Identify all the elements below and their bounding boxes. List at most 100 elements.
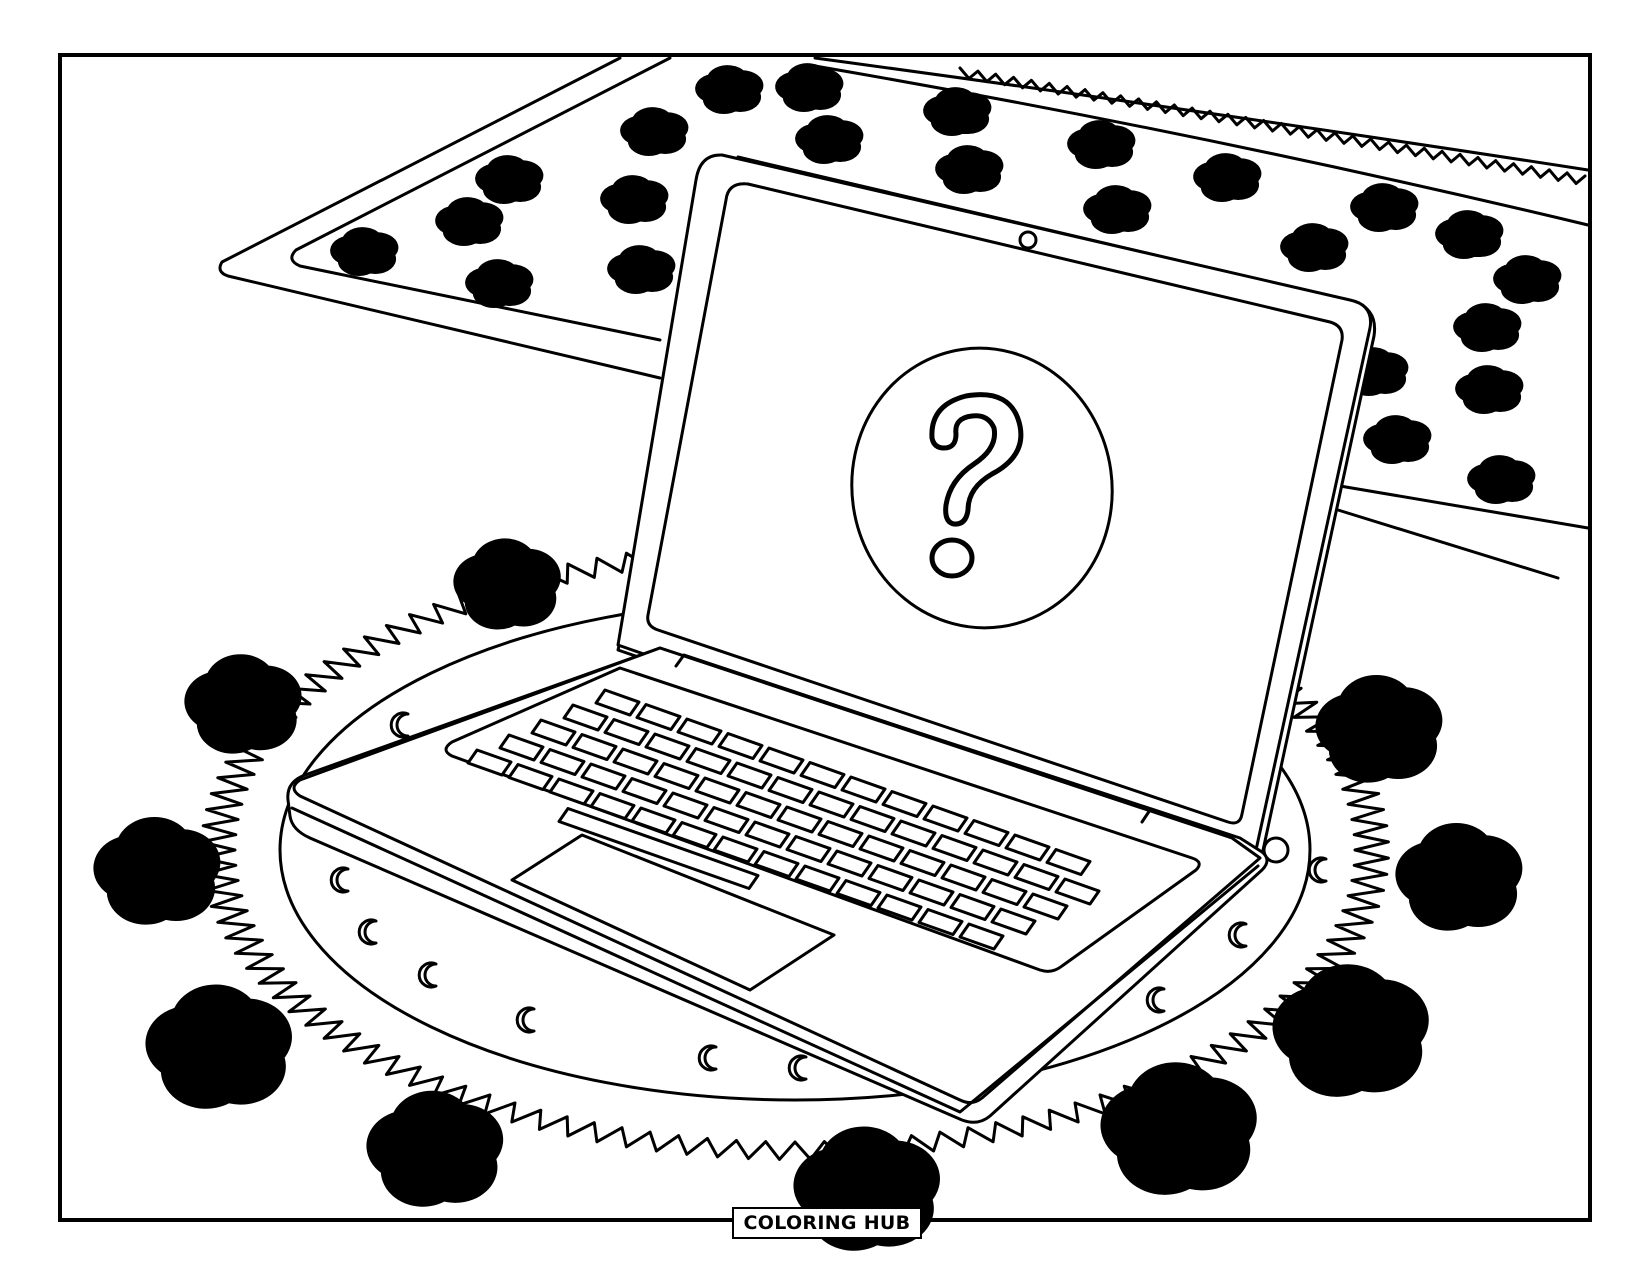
keyboard-key (958, 922, 1005, 951)
star-icon (836, 1161, 900, 1213)
star-icon (1299, 237, 1330, 258)
star-icon (1086, 134, 1117, 155)
keyboard-key (799, 761, 846, 790)
star-icon (814, 129, 845, 150)
star-icon (1512, 269, 1543, 290)
keyboard-key (826, 849, 873, 878)
star-icon (1474, 379, 1505, 400)
keyboard-key (694, 776, 741, 805)
back-rug-fringe (958, 66, 1587, 185)
star-icon (714, 79, 745, 100)
keyboard-key (594, 688, 641, 717)
keyboard-key (835, 879, 882, 908)
keyboard-key (744, 820, 791, 849)
keyboard-key (963, 819, 1010, 848)
star-icon (188, 1019, 252, 1071)
keyboard-key (753, 850, 800, 879)
space-bar-key (557, 807, 760, 890)
keyboard-key (539, 748, 586, 777)
star-icon (1432, 853, 1488, 898)
keyboard-key (849, 805, 896, 834)
keyboard-key (908, 878, 955, 907)
keyboard-key (653, 762, 700, 791)
keyboard-key (644, 732, 691, 761)
keyboard-key (922, 804, 969, 833)
keyboard-key (717, 732, 764, 761)
star-icon (494, 169, 525, 190)
keyboard-key (785, 835, 832, 864)
keyboard-key (840, 775, 887, 804)
keyboard-key (589, 792, 636, 821)
keyboard-key (794, 864, 841, 893)
coloring-hub-watermark: COLORING HUB (732, 1207, 922, 1239)
keyboard-key (548, 777, 595, 806)
keyboard-key (990, 907, 1037, 936)
keyboard-key (603, 718, 650, 747)
keyboard-key (776, 805, 823, 834)
keyboard-key (635, 703, 682, 732)
keyboard-key (662, 791, 709, 820)
keyboard-key (562, 703, 609, 732)
keyboard-key (712, 835, 759, 864)
star-icon (406, 1123, 466, 1172)
star-icon (1454, 224, 1485, 245)
keyboard-key (571, 733, 618, 762)
keyboard-key (808, 790, 855, 819)
keyboard-key (758, 746, 805, 775)
star-icon (130, 847, 186, 892)
star-icon (1352, 705, 1408, 750)
keyboard-key (876, 893, 923, 922)
keyboard-key (890, 819, 937, 848)
star-icon (1382, 429, 1413, 450)
keyboard-key (630, 806, 677, 835)
star-icon (942, 101, 973, 122)
star-icon (1486, 469, 1517, 490)
keyboard-key (949, 893, 996, 922)
keyboard-key (507, 763, 554, 792)
keyboard-key (899, 849, 946, 878)
star-icon (1102, 199, 1133, 220)
star-icon (1145, 1099, 1213, 1155)
star-icon (1369, 197, 1400, 218)
back-rug (218, 58, 1590, 580)
keyboard-key (981, 878, 1028, 907)
keyboard-key (767, 776, 814, 805)
keyboard-key (1045, 848, 1092, 877)
laptop-icon (286, 153, 1377, 1124)
keyboard-key (580, 762, 627, 791)
star-icon (454, 211, 485, 232)
keyboard-key (1013, 863, 1060, 892)
star-icon (1317, 1001, 1385, 1057)
star-icon (639, 121, 670, 142)
keyboard-keys (466, 688, 1101, 951)
star-icon (349, 241, 380, 262)
keyboard-key (817, 820, 864, 849)
star-icon (626, 259, 657, 280)
keyboard-key (703, 806, 750, 835)
star-icon (218, 682, 269, 724)
keyboard-key (1022, 892, 1069, 921)
keyboard-key (676, 717, 723, 746)
keyboard-key (735, 791, 782, 820)
keyboard-key (940, 863, 987, 892)
star-icon (1472, 317, 1503, 338)
question-mark-icon (850, 346, 1114, 630)
star-icon (484, 564, 531, 602)
keyboard-key (931, 834, 978, 863)
keyboard-key (621, 777, 668, 806)
keyboard-key (1054, 877, 1101, 906)
keyboard-key (498, 733, 545, 762)
keyboard-key (917, 908, 964, 937)
keyboard-key (858, 834, 905, 863)
keyboard-key (972, 848, 1019, 877)
keyboard-key (530, 718, 577, 747)
star-icon (954, 159, 985, 180)
star-icon (794, 77, 825, 98)
keyboard-key (881, 790, 928, 819)
star-icon (619, 189, 650, 210)
keyboard-key (612, 747, 659, 776)
keyboard-key (685, 747, 732, 776)
keyboard-key (671, 821, 718, 850)
keyboard-key (726, 761, 773, 790)
